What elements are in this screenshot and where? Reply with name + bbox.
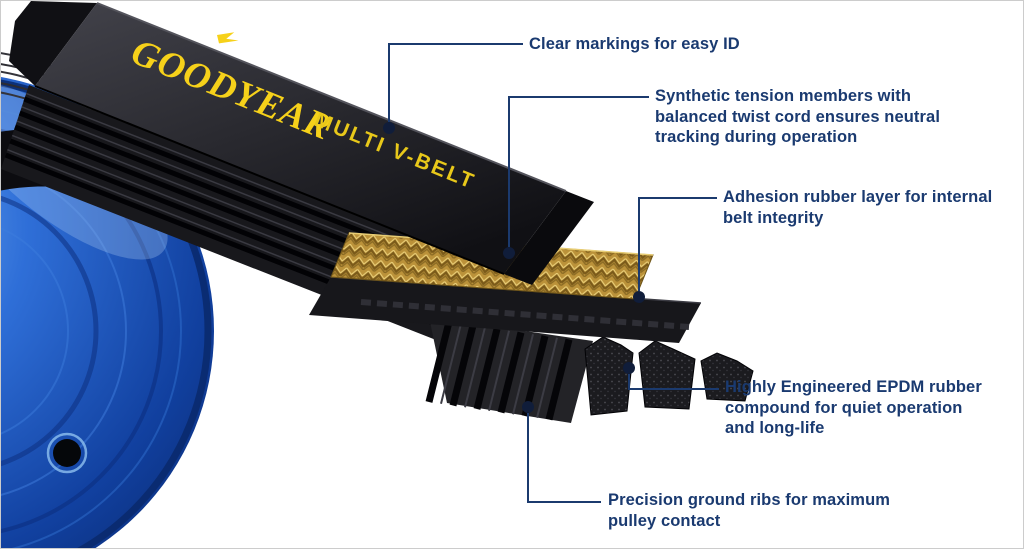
- callout-tension-members: Synthetic tension members with balanced …: [655, 87, 940, 147]
- leader-epdm-compound: [628, 374, 719, 390]
- marker-dot-clear-markings: [383, 122, 395, 134]
- belt-wrap-corner: [9, 1, 97, 86]
- leader-tension-members: [508, 96, 649, 247]
- callout-ground-ribs: Precision ground ribs for maximum pulley…: [608, 491, 891, 530]
- marker-dot-adhesion-layer: [633, 291, 645, 303]
- top-cover-cut-edge: [504, 191, 594, 285]
- leader-ground-ribs: [527, 413, 601, 503]
- epdm-rib-layer: [425, 317, 593, 423]
- wingfoot-icon: [217, 32, 239, 44]
- marker-dot-epdm-compound: [623, 362, 635, 374]
- leader-clear-markings: [388, 43, 523, 122]
- leader-lines: [388, 43, 719, 503]
- pulley-hub-bore: [46, 432, 88, 474]
- callout-clear-markings: Clear markings for easy ID: [529, 35, 740, 53]
- marker-dot-ground-ribs: [522, 401, 534, 413]
- marker-dot-tension-members: [503, 247, 515, 259]
- leader-adhesion-layer: [638, 197, 717, 291]
- marker-dots: [383, 122, 645, 413]
- callout-adhesion-layer: Adhesion rubber layer for internal belt …: [723, 188, 993, 227]
- callout-epdm-compound: Highly Engineered EPDM rubber compound f…: [725, 378, 982, 438]
